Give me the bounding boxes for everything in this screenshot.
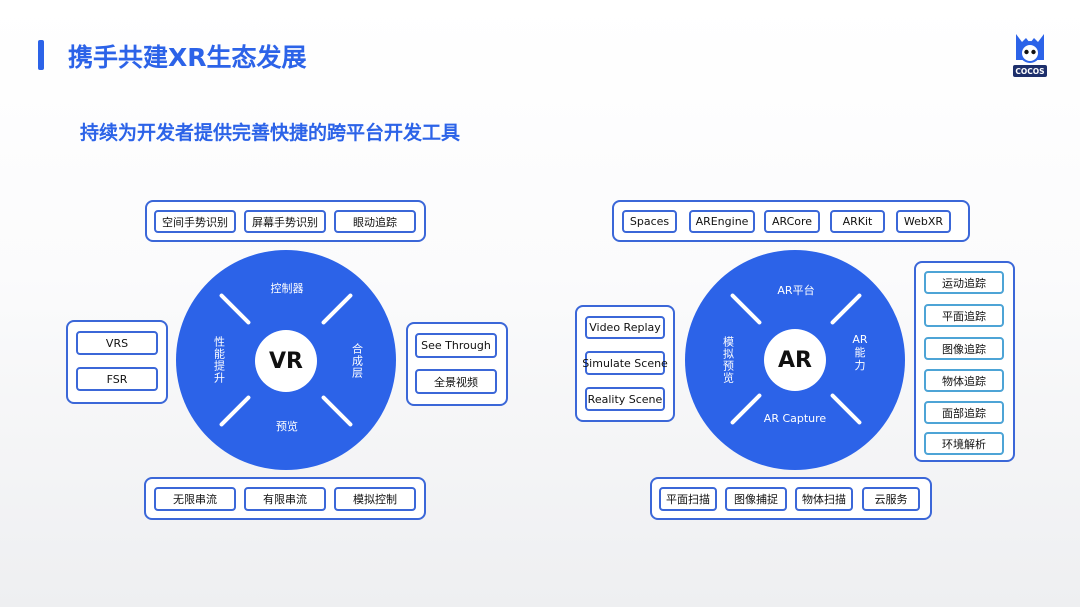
- page-subtitle: 持续为开发者提供完善快捷的跨平台开发工具: [80, 122, 461, 144]
- vr-center-label: VR: [255, 330, 317, 392]
- ar-right-group: [914, 261, 1015, 462]
- title-accent-bar: [38, 40, 44, 70]
- vr-top-chip: 空间手势识别: [154, 210, 236, 233]
- vr-ring-top: 控制器: [270, 282, 304, 295]
- ar-ring-bottom: AR Capture: [763, 412, 827, 425]
- ar-left-chip: Video Replay: [585, 316, 665, 339]
- ar-left-chip: Reality Scene: [585, 387, 665, 411]
- ar-bottom-chip: 云服务: [862, 487, 920, 511]
- ar-ring-right: AR 能 力: [848, 333, 872, 372]
- ar-ring-top: AR平台: [777, 284, 815, 297]
- ar-bottom-chip: 物体扫描: [795, 487, 853, 511]
- ar-ring-left: 模拟预览: [721, 336, 735, 384]
- ar-top-chip: ARKit: [830, 210, 885, 233]
- ar-right-chip: 物体追踪: [924, 369, 1004, 392]
- ar-right-chip: 平面追踪: [924, 304, 1004, 327]
- ar-top-chip: ARCore: [764, 210, 820, 233]
- ar-top-chip: AREngine: [689, 210, 755, 233]
- vr-left-chip: FSR: [76, 367, 158, 391]
- ar-ring-right-line: AR: [852, 333, 868, 346]
- ar-bottom-chip: 平面扫描: [659, 487, 717, 511]
- ar-top-chip: WebXR: [896, 210, 951, 233]
- svg-text:COCOS: COCOS: [1015, 67, 1044, 76]
- vr-top-chip: 眼动追踪: [334, 210, 416, 233]
- vr-left-chip: VRS: [76, 331, 158, 355]
- vr-bottom-chip: 模拟控制: [334, 487, 416, 511]
- vr-bottom-chip: 无限串流: [154, 487, 236, 511]
- vr-ring-bottom: 预览: [276, 420, 298, 433]
- ar-right-chip: 面部追踪: [924, 401, 1004, 424]
- vr-right-chip: See Through: [415, 333, 497, 358]
- ar-center-label: AR: [764, 329, 826, 391]
- ar-ring-right-line: 力: [854, 359, 866, 372]
- ar-right-chip: 运动追踪: [924, 271, 1004, 294]
- vr-right-chip: 全景视频: [415, 369, 497, 394]
- cocos-logo-icon: COCOS: [1012, 30, 1048, 78]
- vr-top-chip: 屏幕手势识别: [244, 210, 326, 233]
- ar-right-chip: 环境解析: [924, 432, 1004, 455]
- vr-ring-right: 合成层: [350, 343, 364, 379]
- ar-ring-right-line: 能: [854, 346, 866, 359]
- vr-ring-left: 性能提升: [212, 336, 226, 384]
- ar-top-chip: Spaces: [622, 210, 677, 233]
- ar-right-chip: 图像追踪: [924, 337, 1004, 360]
- ar-bottom-chip: 图像捕捉: [725, 487, 787, 511]
- ar-left-chip: Simulate Scene: [582, 351, 668, 375]
- vr-bottom-chip: 有限串流: [244, 487, 326, 511]
- page-title: 携手共建XR生态发展: [68, 43, 307, 72]
